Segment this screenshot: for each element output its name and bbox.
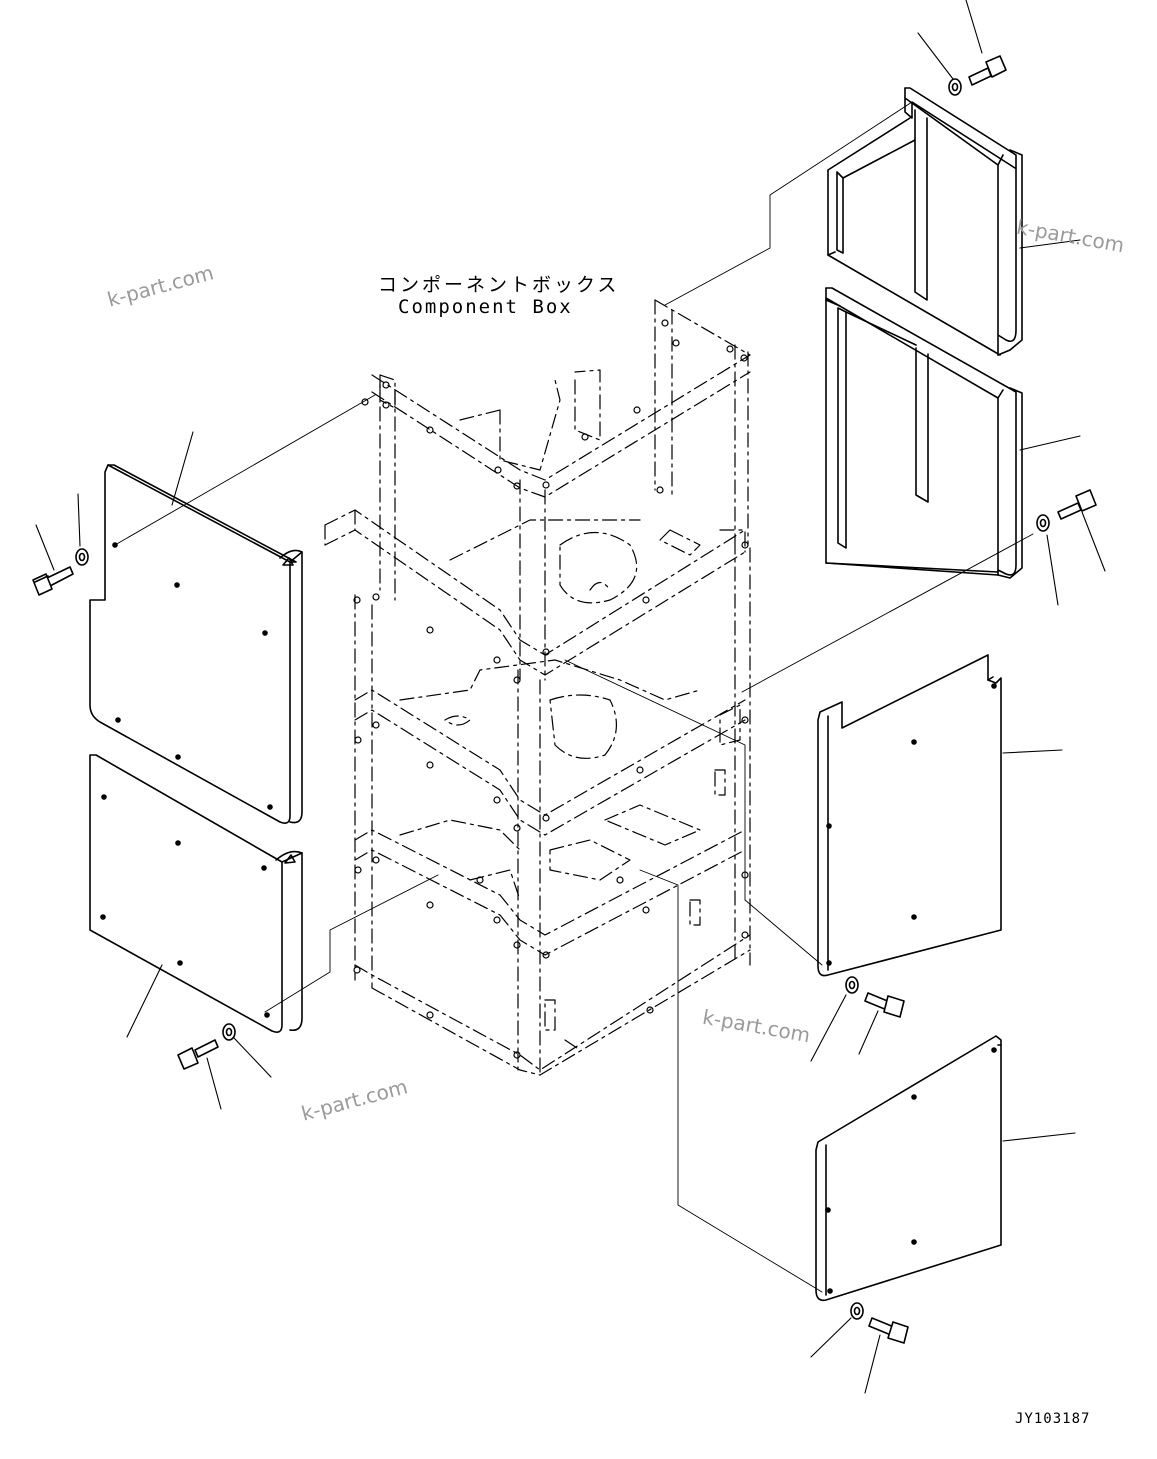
component-box-frame [324,299,751,1076]
right-flat-cover-2-bolt [850,1302,909,1344]
frame-bolt-holes [353,319,749,1059]
top-right-bolt [948,55,1007,96]
right-flat-cover-2 [815,1035,1002,1302]
left-upper-bolt [32,548,89,596]
right-flat-cover-1 [817,654,1002,977]
right-flat-cover-1-bolt [845,976,905,1018]
right-middle-channel [825,287,1023,579]
right-upper-channel [827,87,1023,356]
left-upper-cover [89,464,303,824]
diagram-title-japanese: コンポーネントボックス [378,274,620,296]
leader-lines [35,0,1106,1394]
right-middle-bolt [1036,489,1097,532]
left-lower-cover [89,754,303,1033]
diagram-title-english: Component Box [398,296,573,318]
left-lower-bolt [177,1023,236,1070]
assembly-center-lines [114,101,1034,1293]
drawing-code: JY103187 [1015,1411,1091,1427]
